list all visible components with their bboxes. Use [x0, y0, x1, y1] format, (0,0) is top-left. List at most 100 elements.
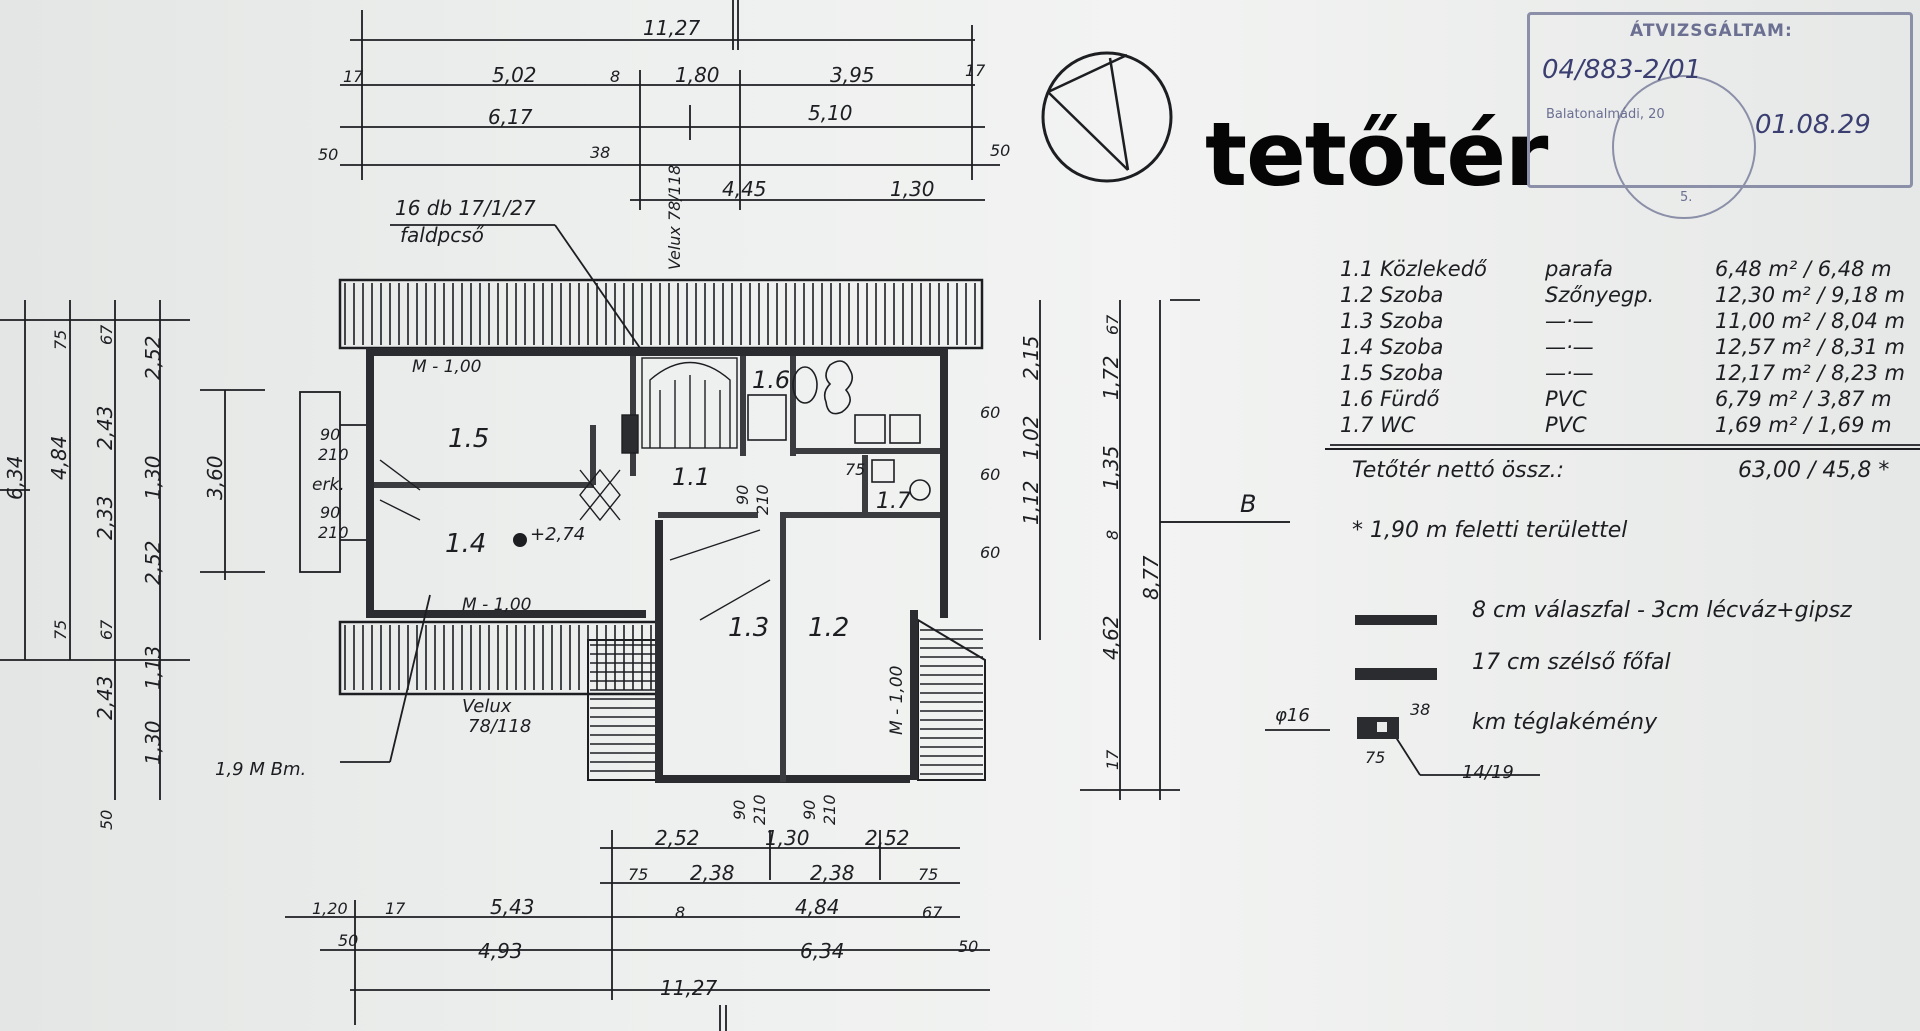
table-rule: [1325, 448, 1920, 450]
room-area: 12,17 m² / 8,23 m: [1715, 361, 1905, 385]
room-floor: —·—: [1545, 335, 1594, 359]
room-name: Szoba: [1380, 283, 1444, 307]
mark-right: M - 1,00: [887, 666, 907, 735]
stamp-heading: ÁTVIZSGÁLTAM:: [1630, 21, 1793, 41]
room-1.3-label: 1.3: [728, 613, 769, 643]
dim-top-8: 8: [610, 67, 620, 86]
dim-bot-n: 17: [385, 899, 406, 918]
mark-top: M - 1,00: [412, 357, 481, 377]
dim-left-m: 67: [97, 324, 116, 345]
dim-bot-a: 2,52: [655, 826, 700, 850]
room-floor: PVC: [1545, 387, 1587, 411]
room-floor: PVC: [1545, 413, 1587, 437]
door-90-c: 90: [733, 485, 752, 505]
dim-bot-o: 8: [675, 903, 685, 922]
elevation-label: +2,74: [530, 524, 585, 545]
door-210-b: 210: [318, 523, 349, 542]
dim-left-l: 75: [51, 330, 70, 350]
room-id: 1.7: [1340, 413, 1374, 437]
right-dimension-lines: [1039, 299, 1290, 800]
rafters-label: 16 db 17/1/27: [395, 196, 536, 220]
north-symbol: [1041, 51, 1173, 183]
room-name: Szoba: [1380, 335, 1444, 359]
dim-top-g: 1,30: [890, 177, 935, 201]
dim-right-b: 1,72: [1099, 355, 1123, 400]
stamp-date: 01.08.29: [1755, 110, 1871, 140]
dim-top-e: 5,10: [808, 101, 853, 125]
door-210-d: 210: [750, 794, 769, 825]
stamp-seal-number: 5.: [1680, 190, 1693, 205]
room-1.7-label: 1.7: [876, 489, 911, 514]
bathroom-fixtures: [747, 360, 931, 501]
velux-bottom-size: 78/118: [468, 716, 531, 737]
top-dimension-lines: [340, 0, 1000, 210]
dim-bot-j: 1,20: [312, 899, 348, 918]
dim-right-a: 2,15: [1019, 335, 1043, 380]
dim-bot-l: 67: [922, 903, 943, 922]
staircase: [621, 357, 738, 454]
dim-left-i: 1,13: [141, 645, 165, 690]
rafters-label-2: faldpcső: [400, 223, 485, 247]
page-title: tetőtér: [1205, 103, 1548, 206]
dim-top-17a: 17: [343, 67, 364, 86]
room-area: 11,00 m² / 8,04 m: [1715, 309, 1905, 333]
section-marker: B: [1240, 490, 1257, 518]
dim-right-d: 1,02: [1019, 415, 1043, 460]
dim-bot-e: 2,38: [810, 861, 855, 885]
dim-bot-k: 75: [628, 865, 648, 884]
legend-chimney: km téglakémény: [1472, 710, 1658, 735]
room-name: WC: [1380, 413, 1416, 437]
dim-right-c: 1,35: [1099, 445, 1123, 490]
dim-right-e: 4,62: [1099, 615, 1123, 660]
dim-bot-k2: 75: [918, 865, 938, 884]
dim-bot-c: 2,52: [865, 826, 910, 850]
stamp-seal: [1612, 75, 1756, 219]
room-1.4-label: 1.4: [445, 529, 486, 559]
mark-bottom: M - 1,00: [462, 595, 531, 615]
room-area: 1,69 m² / 1,69 m: [1715, 413, 1892, 437]
dim-left-a: 6,34: [3, 455, 27, 500]
footnote: * 1,90 m feletti területtel: [1352, 518, 1628, 543]
velux-top-label: Velux 78/118: [665, 165, 684, 270]
dim-right-j2: 60: [980, 465, 1000, 484]
dim-left-n: 50: [97, 810, 116, 830]
exterior-walls: [366, 348, 948, 783]
dim-right-k: 8: [1103, 530, 1122, 540]
bm-label: 1,9 M Bm.: [215, 759, 306, 780]
door-210-c: 210: [753, 484, 772, 515]
chimney-dim2: 38: [1410, 700, 1431, 719]
dim-left-k: 3,60: [203, 455, 227, 500]
door-210-e: 210: [820, 794, 839, 825]
room-1.1-label: 1.1: [672, 463, 710, 491]
room-id: 1.5: [1340, 361, 1374, 385]
room-name: Közlekedő: [1380, 257, 1487, 281]
dim-left-l2: 75: [51, 620, 70, 640]
dim-right-f: 8,77: [1139, 555, 1163, 600]
dim-top-total: 11,27: [643, 16, 701, 40]
stamp-place: Balatonalmádi, 20: [1546, 107, 1665, 122]
velux-bottom-label: Velux: [462, 696, 512, 717]
dim-top-f: 4,45: [722, 177, 767, 201]
door-90-d: 90: [730, 800, 749, 820]
dim-top-b: 1,80: [675, 63, 720, 87]
elevation-marker-icon: [513, 533, 527, 547]
dim-left-j: 1,30: [141, 720, 165, 765]
room-id: 1.1: [1340, 257, 1374, 281]
room-floor: Szőnyegp.: [1545, 283, 1655, 307]
room-floor: parafa: [1545, 257, 1613, 281]
dim-right-i: 17: [1103, 749, 1122, 770]
room-name: Szoba: [1380, 309, 1444, 333]
left-balcony: [299, 391, 366, 573]
dim-top-17b: 17: [965, 61, 986, 80]
total-value: 63,00 / 45,8 *: [1738, 458, 1890, 483]
dim-bot-total: 11,27: [660, 976, 718, 1000]
room-floor: —·—: [1545, 309, 1594, 333]
dim-left-f: 2,33: [93, 495, 117, 540]
dim-left-c: 2,52: [141, 335, 165, 380]
door-90-b: 90: [320, 503, 340, 522]
room-id: 1.3: [1340, 309, 1374, 333]
dim-top-38: 38: [590, 143, 610, 162]
stamp-reference: 04/883-2/01: [1542, 55, 1702, 85]
dim-left-d: 2,43: [93, 405, 117, 450]
